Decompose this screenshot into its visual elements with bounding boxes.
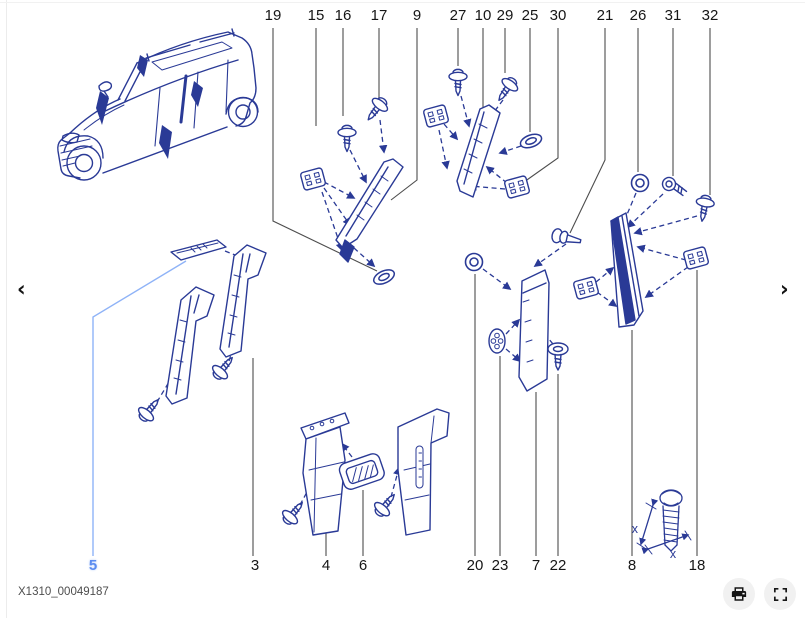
panel-top-border [0,2,805,3]
callout-16[interactable]: 16 [334,7,352,24]
inset-dim-label-1: x [632,522,639,536]
callout-32[interactable]: 32 [701,7,719,24]
trim-cluster-f [277,408,450,536]
printer-icon [731,587,747,601]
callout-30[interactable]: 30 [549,7,567,24]
callout-25[interactable]: 25 [521,7,539,24]
callout-9[interactable]: 9 [412,7,422,24]
fullscreen-button[interactable] [764,578,796,610]
highlighted-leader-line [92,260,187,556]
trim-cluster-e [133,239,267,427]
inset-dim-label-2: x [670,547,677,561]
callout-15[interactable]: 15 [307,7,325,24]
callout-29[interactable]: 29 [496,7,514,24]
trim-cluster-a [299,92,404,288]
callout-19[interactable]: 19 [264,7,282,24]
callout-10[interactable]: 10 [474,7,492,24]
callout-5-selected[interactable]: 5 [88,557,98,574]
figure-id: X1310_00049187 [18,586,109,598]
callout-4[interactable]: 4 [321,557,331,574]
callout-18[interactable]: 18 [688,557,706,574]
chevron-left-icon: ‹ [17,277,26,301]
callout-27[interactable]: 27 [449,7,467,24]
print-button[interactable] [723,578,755,610]
fastener-dimension-inset: x x [632,489,692,561]
callout-22[interactable]: 22 [549,557,567,574]
trim-cluster-b [422,68,545,200]
trim-cluster-d [464,252,569,392]
next-figure-button[interactable]: › [776,277,793,302]
callout-leader-lines [252,28,711,556]
callout-17[interactable]: 17 [370,7,388,24]
trim-cluster-c [551,173,717,328]
callout-23[interactable]: 23 [491,557,509,574]
trim-location-markers [96,55,203,159]
callout-26[interactable]: 26 [629,7,647,24]
previous-figure-button[interactable]: ‹ [13,277,30,302]
callout-6[interactable]: 6 [358,557,368,574]
callout-7[interactable]: 7 [531,557,541,574]
callout-31[interactable]: 31 [664,7,682,24]
panel-left-border [6,0,7,618]
fullscreen-icon [773,587,787,601]
callout-21[interactable]: 21 [596,7,614,24]
callout-20[interactable]: 20 [466,557,484,574]
callout-3[interactable]: 3 [250,557,260,574]
chevron-right-icon: › [780,277,789,301]
callout-8[interactable]: 8 [627,557,637,574]
car-illustration [57,28,259,181]
